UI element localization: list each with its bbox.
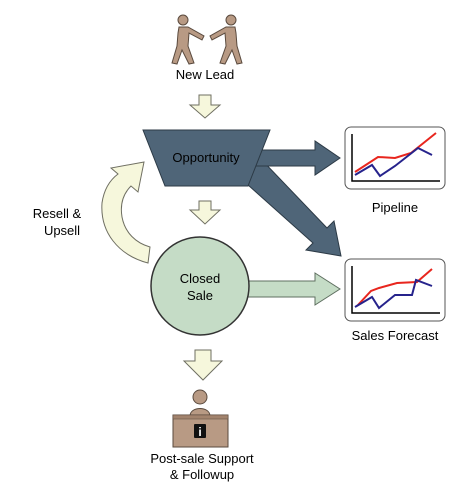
arrow-closed-to-support bbox=[182, 349, 224, 381]
pipeline-red-series bbox=[354, 132, 437, 173]
resell-label-line2: Upsell bbox=[44, 223, 80, 238]
closed-label-line2: Sale bbox=[187, 288, 213, 303]
sales-forecast-label: Sales Forecast bbox=[352, 328, 439, 343]
forecast-red-series bbox=[356, 268, 433, 307]
info-icon bbox=[194, 424, 206, 438]
support-label-line1: Post-sale Support bbox=[150, 451, 254, 466]
resell-label-line1: Resell & bbox=[33, 206, 82, 221]
pipeline-chart bbox=[344, 126, 446, 190]
closed-sale-circle bbox=[150, 236, 250, 336]
arrow-opportunity-to-forecast bbox=[237, 157, 342, 257]
arrow-closed-to-forecast bbox=[243, 272, 341, 306]
handshake-people-icon bbox=[171, 14, 243, 65]
info-glyph: i bbox=[198, 425, 201, 439]
arrow-opportunity-to-pipeline bbox=[251, 140, 341, 176]
support-label-line2: & Followup bbox=[170, 467, 234, 482]
pipeline-label: Pipeline bbox=[372, 200, 418, 215]
opportunity-label: Opportunity bbox=[172, 150, 240, 165]
pipeline-blue-series bbox=[354, 146, 433, 178]
closed-label-line1: Closed bbox=[180, 271, 220, 286]
sales-forecast-chart bbox=[344, 258, 446, 322]
resell-upsell-arrow bbox=[101, 161, 151, 264]
arrow-opportunity-to-closed bbox=[188, 200, 222, 225]
support-desk-icon: i bbox=[172, 389, 229, 448]
opportunity-funnel bbox=[142, 129, 271, 187]
new-lead-label: New Lead bbox=[176, 67, 235, 82]
forecast-blue-series bbox=[354, 278, 433, 310]
arrow-lead-to-opportunity bbox=[188, 94, 222, 119]
